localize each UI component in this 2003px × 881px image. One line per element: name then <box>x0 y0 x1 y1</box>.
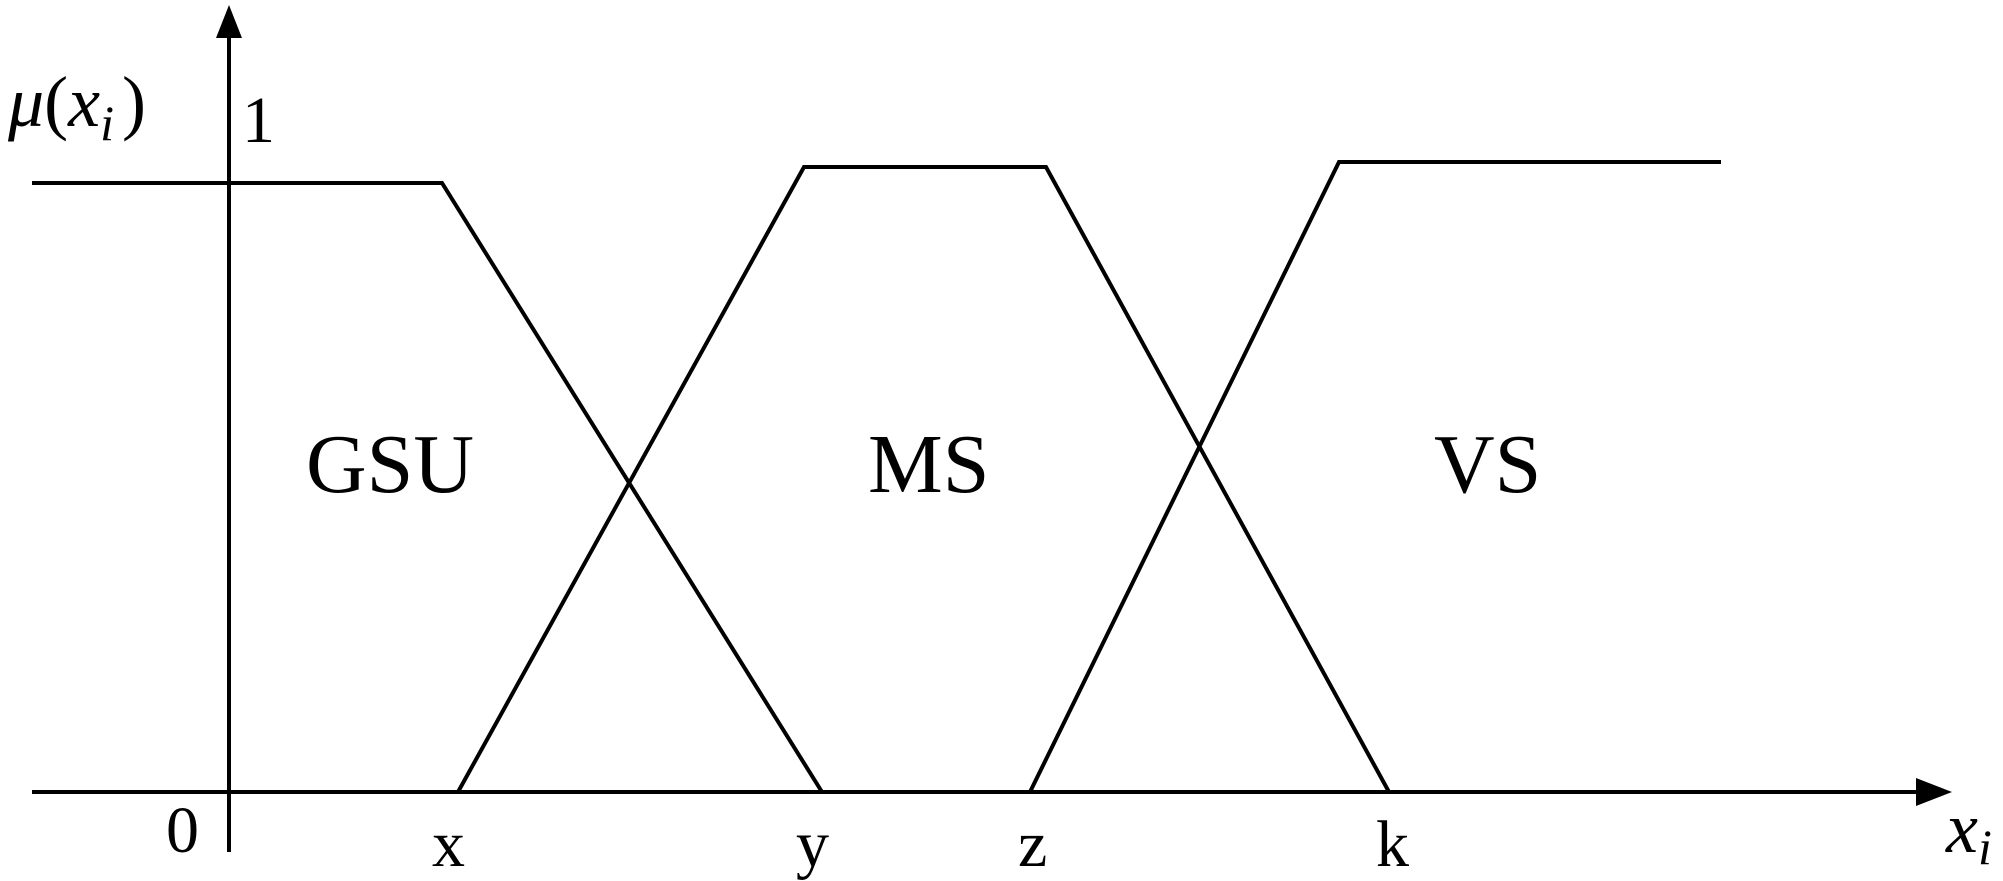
membership-curve-ms <box>456 165 1391 793</box>
x-axis-arrowhead <box>1916 778 1952 806</box>
x-axis-title: xi <box>1945 788 1992 875</box>
region-label-vs: VS <box>1434 418 1541 511</box>
region-label-gsu: GSU <box>306 418 474 511</box>
origin-label: 0 <box>166 794 199 867</box>
y-axis-title-subscript: i <box>100 95 114 151</box>
x-tick-label-y: y <box>796 808 829 881</box>
x-axis-title-var: x <box>1945 788 1978 868</box>
y-axis-title: μ(xi) <box>7 62 146 151</box>
region-label-ms: MS <box>868 418 989 511</box>
x-axis-title-subscript: i <box>1978 819 1992 875</box>
y-axis-title-open-paren: ( <box>44 62 68 142</box>
x-tick-label-x: x <box>432 808 465 881</box>
y-axis-max-label: 1 <box>242 84 275 157</box>
y-axis-arrowhead <box>216 5 242 38</box>
y-axis-title-close-paren: ) <box>122 62 146 142</box>
x-tick-label-k: k <box>1376 808 1409 881</box>
membership-curve-vs <box>1028 160 1721 793</box>
membership-curve-gsu <box>32 181 824 794</box>
x-tick-label-z: z <box>1018 808 1047 881</box>
y-axis-title-var: x <box>67 62 100 142</box>
y-axis-title-symbol: μ <box>7 62 44 142</box>
